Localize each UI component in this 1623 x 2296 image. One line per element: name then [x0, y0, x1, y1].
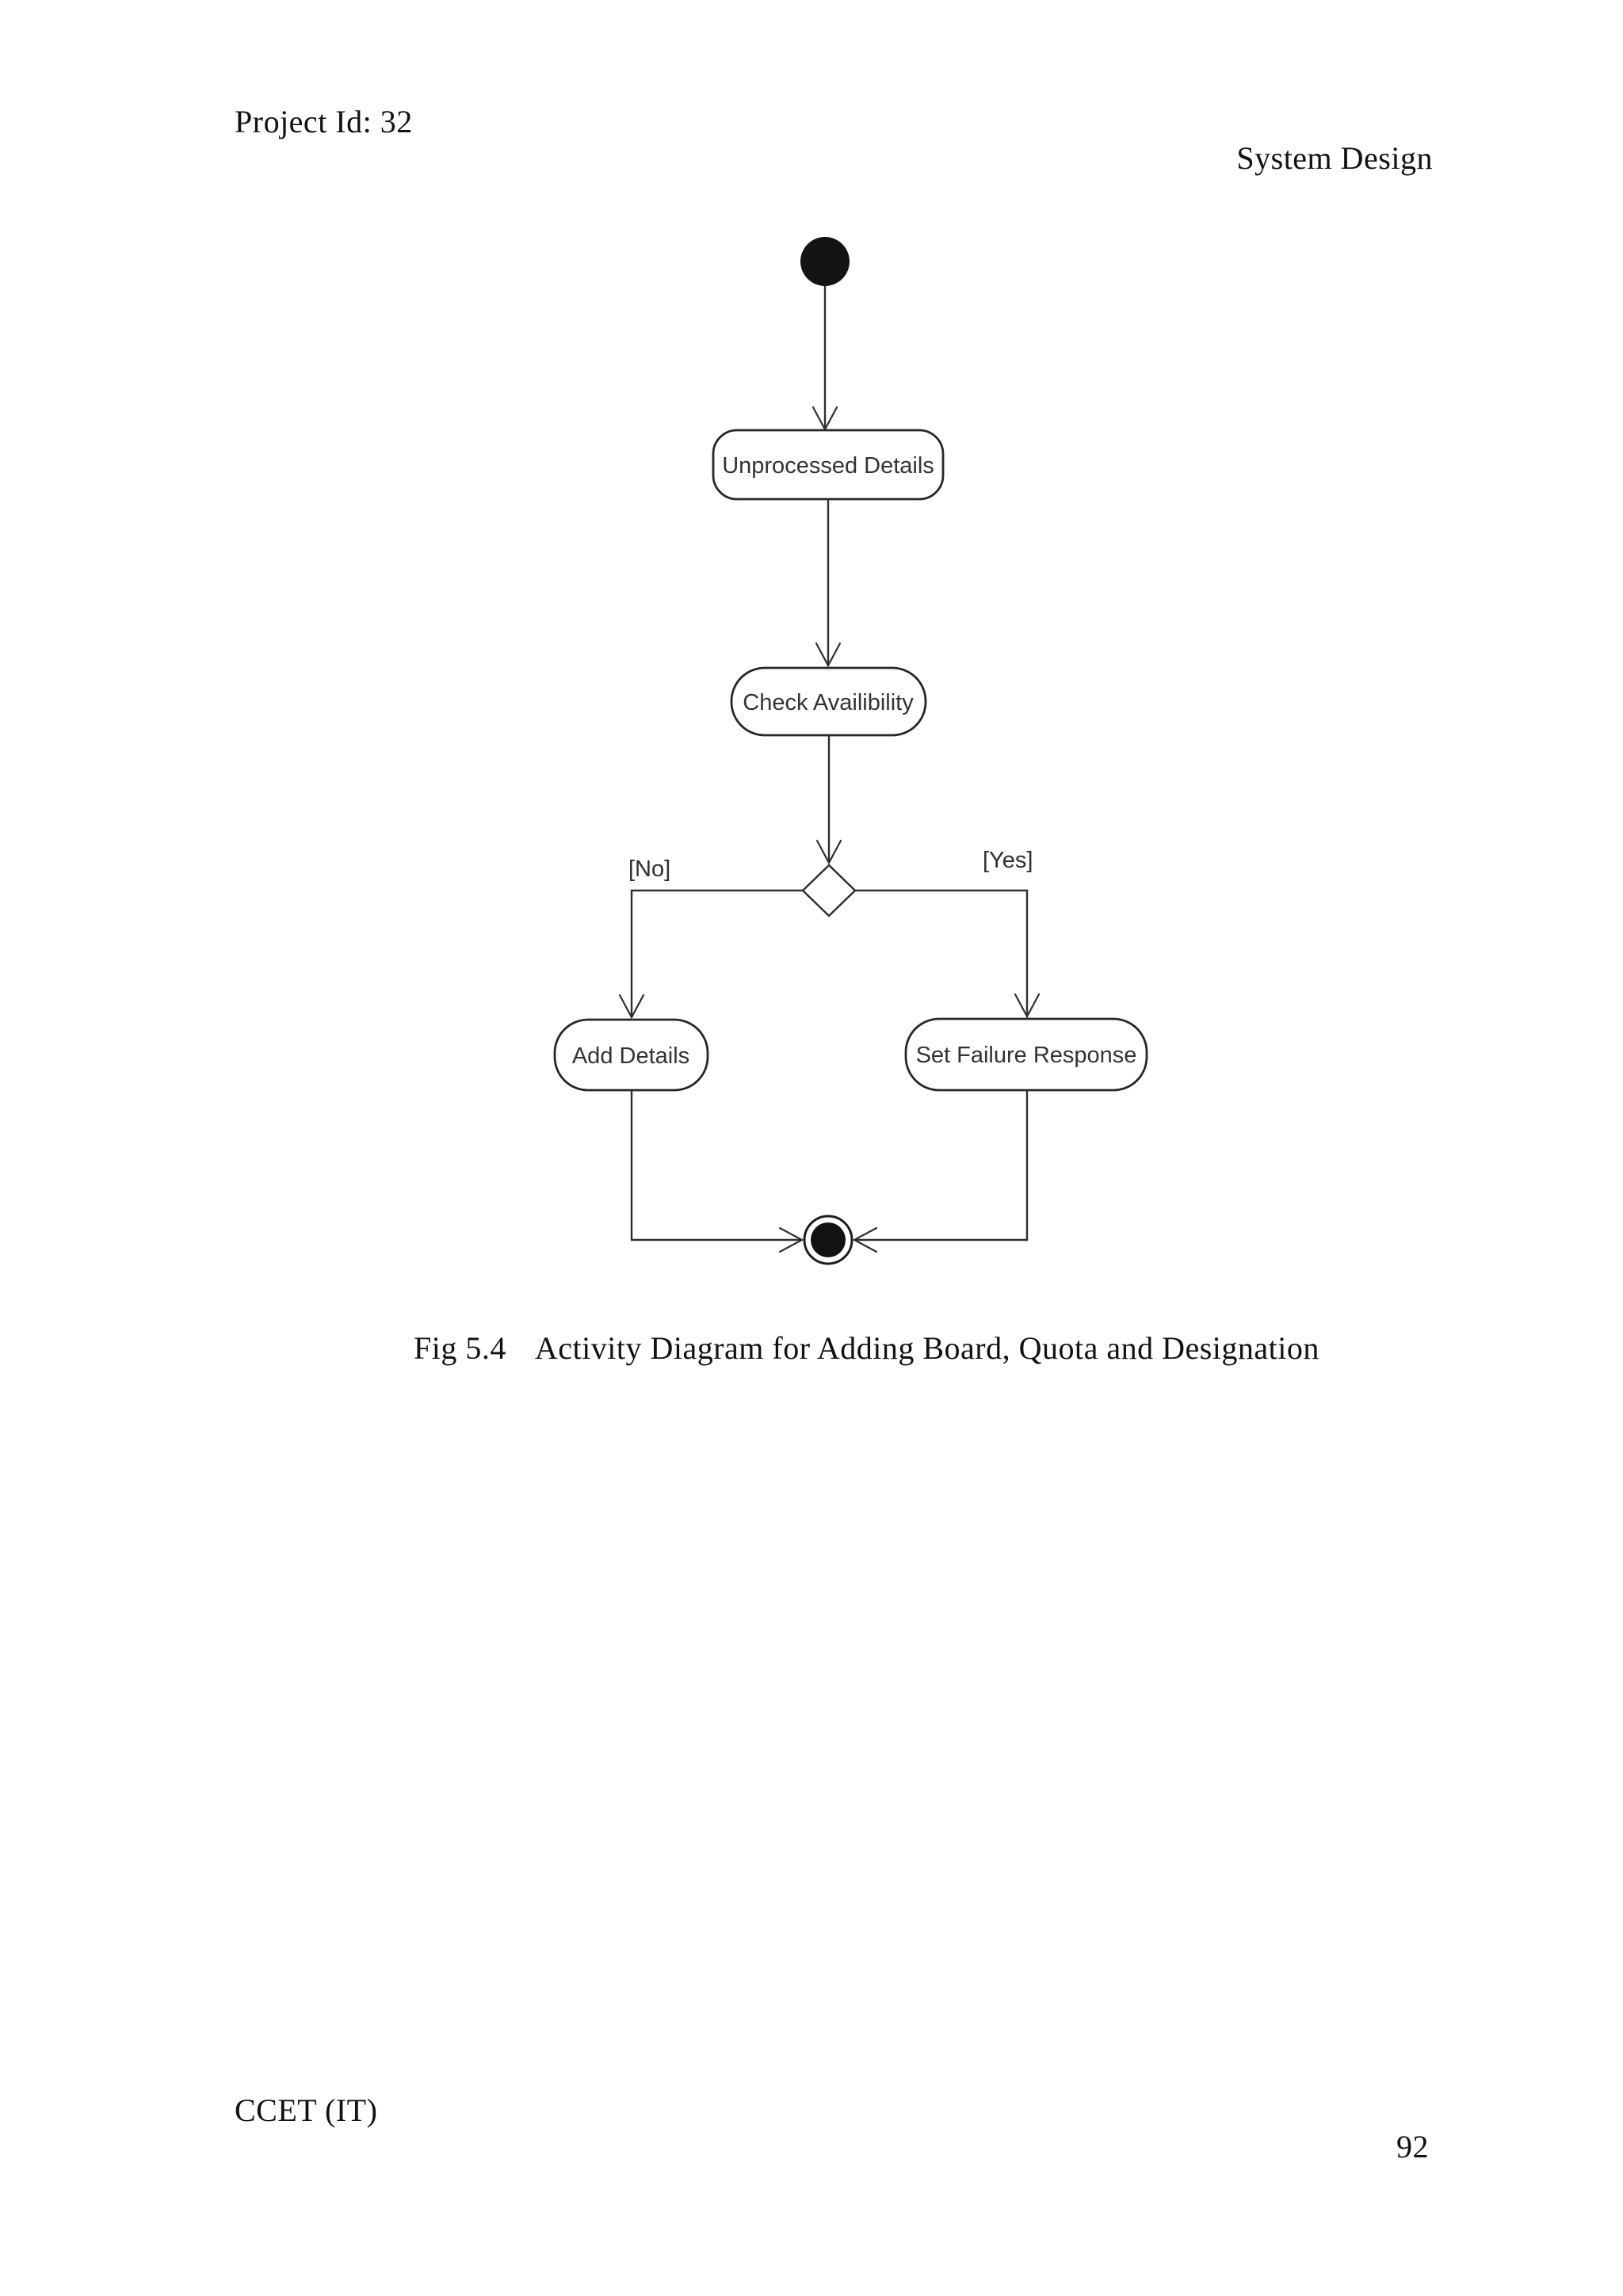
edge-set-failure-to-final	[856, 1090, 1029, 1241]
header-project-id: Project Id: 32	[235, 104, 413, 139]
header-section-title: System Design	[1236, 140, 1433, 176]
figure-number: Fig 5.4	[414, 1330, 506, 1366]
decision-diamond-node	[801, 864, 857, 917]
action-label-add-details: Add Details	[572, 1043, 689, 1069]
arrowhead-down-icon	[815, 839, 842, 865]
footer-institution: CCET (IT)	[235, 2092, 378, 2128]
figure-caption: Fig 5.4 Activity Diagram for Adding Board…	[414, 1329, 1319, 1367]
page-number: 92	[1396, 2129, 1429, 2164]
arrowhead-right-icon	[778, 1226, 804, 1253]
guard-label-yes: [Yes]	[983, 848, 1033, 873]
arrowhead-left-icon	[852, 1226, 878, 1253]
arrowhead-down-icon	[1014, 993, 1041, 1019]
initial-state-node	[800, 237, 850, 286]
edge-add-details-to-final	[630, 1090, 800, 1241]
guard-label-no: [No]	[628, 856, 670, 882]
final-state-node	[811, 1222, 846, 1257]
action-label-set-failure-response: Set Failure Response	[916, 1043, 1137, 1068]
arrowhead-down-icon	[815, 642, 842, 668]
arrowhead-down-icon	[618, 994, 645, 1020]
edge-decision-to-add-details	[630, 889, 803, 1016]
edge-decision-to-set-failure	[855, 889, 1029, 1015]
action-label-check-availibility: Check Availibility	[743, 690, 914, 715]
action-label-unprocessed-details: Unprocessed Details	[722, 453, 934, 479]
figure-title: Activity Diagram for Adding Board, Quota…	[534, 1330, 1319, 1366]
